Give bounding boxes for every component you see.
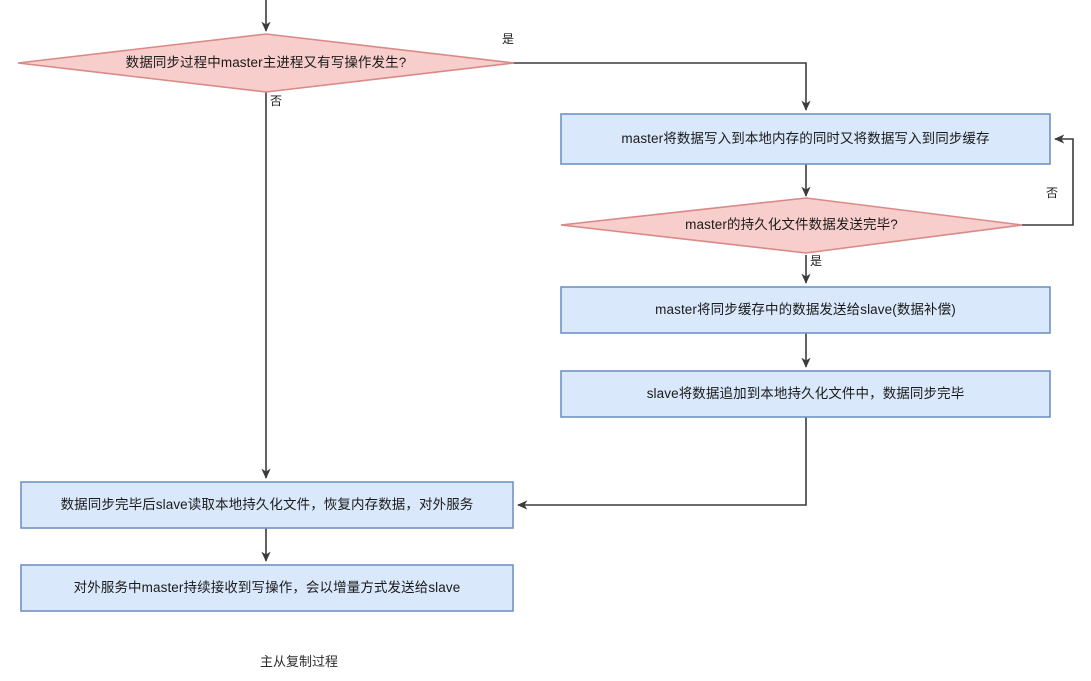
- edge-decision2-no-loopback: [1022, 134, 1074, 226]
- process-master-write-local-and-buffer-shape[interactable]: [560, 113, 1051, 165]
- process-master-incremental-send-shape[interactable]: [20, 564, 514, 612]
- diagram-caption: 主从复制过程: [260, 654, 339, 669]
- edge-decision1-yes-to-master-write: [511, 62, 811, 111]
- edge-label-decision2-yes: 是: [810, 254, 823, 268]
- edge-label-decision1-no: 否: [270, 94, 283, 108]
- process-slave-append-persist-file-shape[interactable]: [560, 370, 1051, 418]
- decision-persist-file-sent-shape[interactable]: [560, 197, 1023, 254]
- edge-slave-append-to-slave-load: [517, 417, 807, 510]
- edge-label-decision2-no: 否: [1046, 186, 1059, 200]
- edge-label-decision1-yes: 是: [502, 32, 515, 46]
- edge-group: [261, 0, 1074, 562]
- process-slave-load-and-serve-shape[interactable]: [20, 481, 514, 529]
- decision-write-during-sync-shape[interactable]: [17, 33, 515, 93]
- process-send-buffer-to-slave-shape[interactable]: [560, 286, 1051, 334]
